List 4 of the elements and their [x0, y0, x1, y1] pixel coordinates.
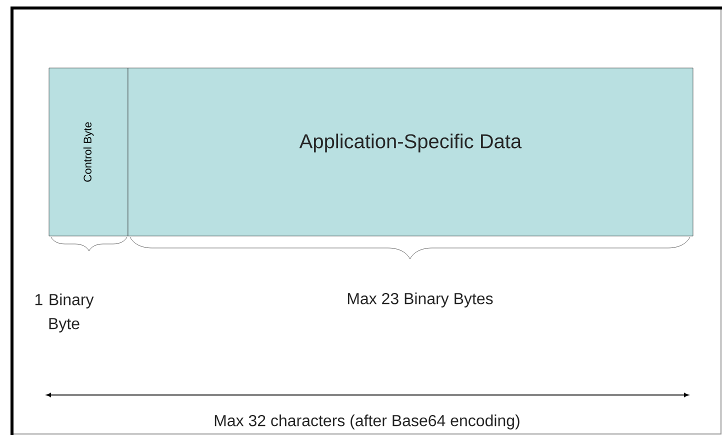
field-box: Control Byte [48, 68, 128, 236]
dimension-label: 1 Binary Byte [35, 294, 94, 332]
dimension-label: Max 23 Binary Bytes [348, 292, 493, 308]
dimension-label: Max 32 characters (after Base64 encoding) [214, 414, 520, 430]
